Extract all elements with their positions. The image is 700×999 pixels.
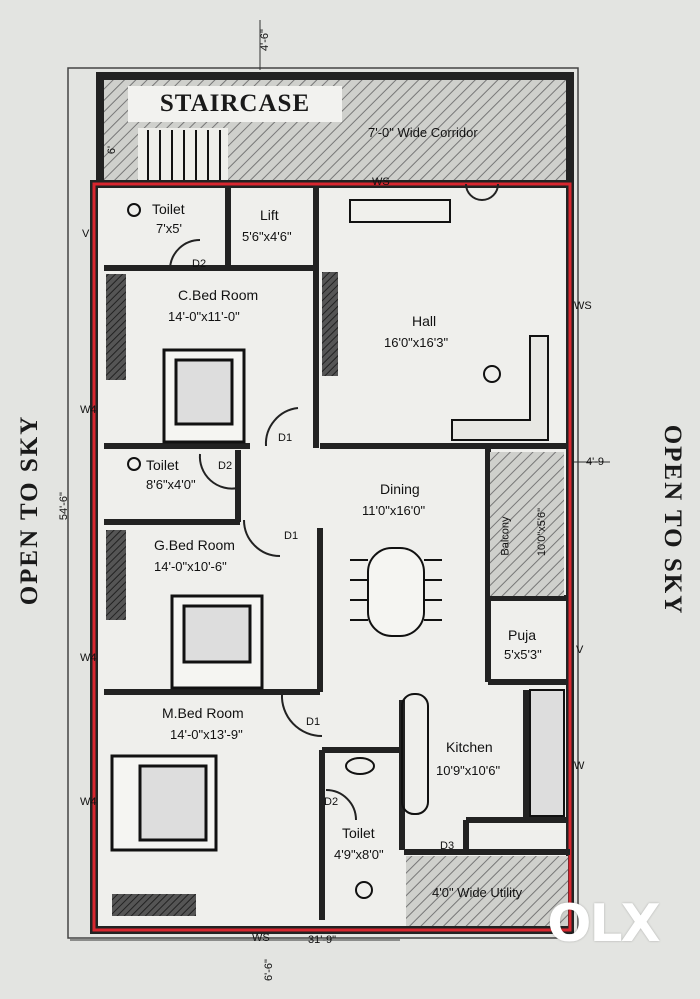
kitchen-counter bbox=[529, 689, 565, 817]
bed-cbed bbox=[162, 348, 246, 444]
gbed-name: G.Bed Room bbox=[154, 537, 235, 553]
puja-name: Puja bbox=[508, 627, 537, 643]
window-w4-tag-2: W4 bbox=[80, 652, 97, 664]
stair-steps bbox=[138, 128, 228, 180]
dining-dim: 11'0"x16'0" bbox=[362, 503, 426, 518]
door-d1-tag-3: D1 bbox=[306, 716, 321, 728]
window-w4-tag-3: W4 bbox=[80, 796, 97, 808]
window-tag-1: V bbox=[82, 228, 90, 240]
door-d2-tag-2: D2 bbox=[218, 460, 233, 472]
toilet3-name: Toilet bbox=[342, 825, 375, 841]
left-dimension: 54'-6" bbox=[57, 492, 70, 521]
right-dimension: 4'-9 bbox=[586, 456, 604, 468]
kitchen-dim: 10'9"x10'6" bbox=[436, 763, 501, 778]
bed-gbed bbox=[170, 594, 264, 690]
site-boundary bbox=[67, 67, 579, 939]
window-ws-tag-1: WS bbox=[372, 176, 390, 188]
hall-tv-unit bbox=[349, 199, 451, 223]
window-w-tag: W bbox=[574, 760, 585, 772]
corridor-label: 7'-0" Wide Corridor bbox=[368, 125, 478, 140]
toilet1-dim: 7'x5' bbox=[156, 221, 182, 236]
lift-name: Lift bbox=[260, 207, 279, 223]
bottom-offset-dimension: 6'-6" bbox=[262, 959, 275, 981]
door-d3-tag: D3 bbox=[440, 840, 455, 852]
bottom-dimension: 31'-9" bbox=[308, 934, 337, 946]
toilet1-name: Toilet bbox=[152, 201, 185, 217]
bed-mbed bbox=[110, 754, 218, 852]
olx-watermark: OLX bbox=[547, 894, 660, 954]
balcony-name: Balcony bbox=[499, 516, 512, 556]
utility-name: 4'0" Wide Utility bbox=[432, 885, 523, 900]
door-d2-tag-3: D2 bbox=[324, 796, 339, 808]
window-v-tag: V bbox=[576, 644, 584, 656]
window-w4-tag-1: W4 bbox=[80, 404, 97, 416]
gbed-dim: 14'-0"x10'-6" bbox=[154, 559, 227, 574]
door-d2-tag-1: D2 bbox=[192, 258, 207, 270]
dining-name: Dining bbox=[380, 481, 420, 497]
lift-dim: 5'6"x4'6" bbox=[242, 229, 292, 244]
stair-dimension: 6' bbox=[106, 145, 119, 155]
mbed-dim: 14'-0"x13'-9" bbox=[170, 727, 243, 742]
dining-table bbox=[350, 547, 442, 637]
hall-table bbox=[483, 365, 501, 383]
hall-dim: 16'0"x16'3" bbox=[384, 335, 449, 350]
door-d1-tag-2: D1 bbox=[284, 530, 299, 542]
toilet3-dim: 4'9"x8'0" bbox=[334, 847, 384, 862]
door-d1-tag-1: D1 bbox=[278, 432, 293, 444]
window-ws-tag-2: WS bbox=[574, 300, 592, 312]
window-ws-tag-3: WS bbox=[252, 932, 270, 944]
staircase-label: STAIRCASE bbox=[128, 86, 342, 122]
puja-dim: 5'x5'3" bbox=[504, 647, 542, 662]
toilet2-dim: 8'6"x4'0" bbox=[146, 477, 196, 492]
open-to-sky-right: OPEN TO SKY bbox=[659, 424, 686, 616]
cbed-dim: 14'-0"x11'-0" bbox=[168, 309, 240, 324]
kitchen-name: Kitchen bbox=[446, 739, 493, 755]
toilet2-name: Toilet bbox=[146, 457, 179, 473]
open-to-sky-left: OPEN TO SKY bbox=[16, 414, 43, 606]
hall-name: Hall bbox=[412, 313, 437, 329]
mbed-name: M.Bed Room bbox=[162, 705, 244, 721]
cbed-name: C.Bed Room bbox=[178, 287, 259, 303]
top-dimension: 4'-6" bbox=[258, 29, 271, 51]
hall-sofa bbox=[451, 335, 549, 441]
balcony-dim: 10'0"x5'6" bbox=[536, 507, 549, 557]
